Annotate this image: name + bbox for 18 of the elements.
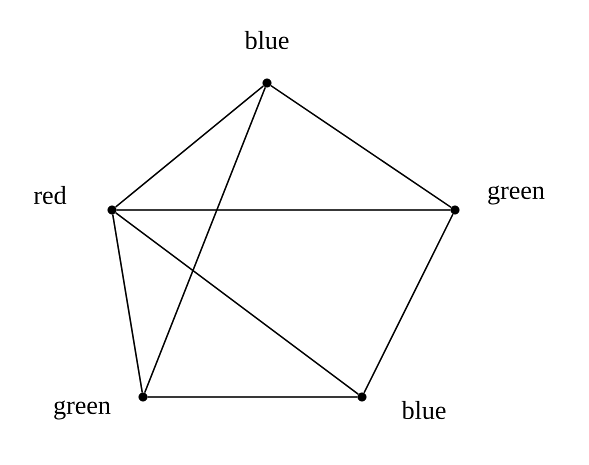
graph-edge xyxy=(112,214,144,392)
vertex-dot xyxy=(450,206,460,214)
graph-edge xyxy=(144,87,266,393)
graph-edge xyxy=(270,84,452,208)
vertex-label: green xyxy=(488,186,544,204)
vertex-dot xyxy=(138,392,148,402)
vertex-label: red xyxy=(34,186,66,204)
graph-edge xyxy=(363,214,454,394)
vertex-label: blue xyxy=(244,30,288,50)
vertex-dot xyxy=(262,78,272,88)
graph-edge xyxy=(115,212,359,395)
vertex-label: green xyxy=(54,400,110,420)
vertex-dot xyxy=(358,392,366,402)
vertex-dot xyxy=(108,206,116,214)
graph-edge xyxy=(116,209,450,211)
graph-edge xyxy=(148,396,358,398)
vertex-label: blue xyxy=(402,400,446,420)
graph-edge xyxy=(115,85,264,208)
